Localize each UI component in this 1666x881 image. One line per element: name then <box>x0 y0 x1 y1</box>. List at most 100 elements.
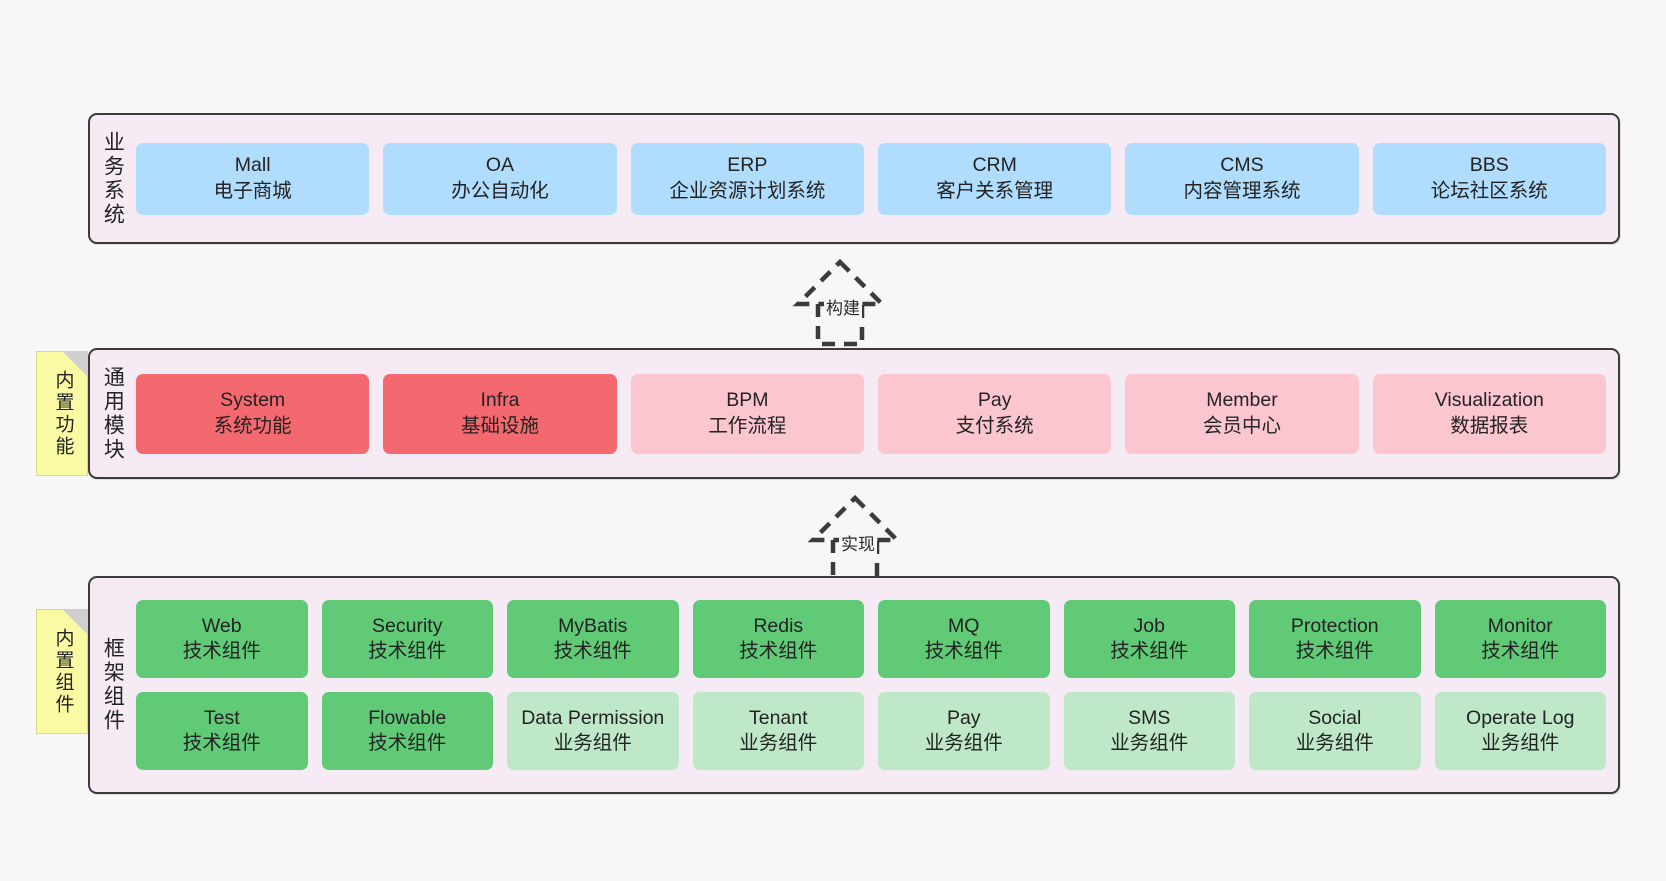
realization-arrowhead <box>792 258 888 307</box>
card-oa[interactable]: OA 办公自动化 <box>383 142 617 215</box>
card-web[interactable]: Web 技术组件 <box>136 600 308 678</box>
card-subtitle: 技术组件 <box>182 732 261 754</box>
card-subtitle: 系统功能 <box>213 414 292 437</box>
card-redis[interactable]: Redis 技术组件 <box>692 600 864 678</box>
card-subtitle: 办公自动化 <box>451 179 549 202</box>
card-subtitle: 工作流程 <box>708 414 787 437</box>
card-sms[interactable]: SMS 业务组件 <box>1063 692 1235 770</box>
card-flowable[interactable]: Flowable 技术组件 <box>321 692 493 770</box>
card-subtitle: 技术组件 <box>924 640 1003 662</box>
card-title: Web <box>201 614 242 637</box>
card-title: Pay <box>977 389 1012 412</box>
card-title: ERP <box>727 154 768 177</box>
card-subtitle: 电子商城 <box>213 179 292 202</box>
card-title: Infra <box>480 389 520 412</box>
card-subtitle: 支付系统 <box>955 414 1034 437</box>
card-subtitle: 技术组件 <box>1481 640 1560 662</box>
card-crm[interactable]: CRM 客户关系管理 <box>877 142 1112 215</box>
card-data-permission[interactable]: Data Permission 业务组件 <box>507 692 679 770</box>
layer-label-business-systems: 业务系统 <box>101 130 125 227</box>
sticky-note-label: 内置组件 <box>52 627 74 716</box>
card-subtitle: 业务组件 <box>1481 732 1560 754</box>
layer-common-modules: 通用模块 System 系统功能 Infra 基础设施 BPM 工作流程 Pay… <box>88 348 1620 479</box>
card-subtitle: 技术组件 <box>368 640 447 662</box>
card-title: Redis <box>753 614 804 637</box>
layer-common-card-grid: System 系统功能 Infra 基础设施 BPM 工作流程 Pay 支付系统… <box>134 350 1618 477</box>
card-title: SMS <box>1128 706 1171 729</box>
card-member[interactable]: Member 会员中心 <box>1125 373 1359 454</box>
card-monitor[interactable]: Monitor 技术组件 <box>1434 600 1606 678</box>
card-subtitle: 会员中心 <box>1202 414 1281 437</box>
connector-implement-label: 实现 <box>839 530 877 555</box>
card-social[interactable]: Social 业务组件 <box>1249 692 1421 770</box>
card-title: Flowable <box>368 706 447 729</box>
card-subtitle: 数据报表 <box>1450 414 1529 437</box>
card-title: Mall <box>234 154 271 177</box>
layer-label-framework-components: 框架组件 <box>101 637 125 733</box>
card-row: Test 技术组件 Flowable 技术组件 Data Permission … <box>136 692 1606 770</box>
layer-framework-card-grid: Web 技术组件 Security 技术组件 MyBatis 技术组件 Redi… <box>134 578 1618 792</box>
realization-arrowhead <box>807 494 903 543</box>
card-row: Web 技术组件 Security 技术组件 MyBatis 技术组件 Redi… <box>136 600 1606 678</box>
sticky-note-label: 内置功能 <box>52 369 74 458</box>
card-title: Protection <box>1290 614 1379 637</box>
card-subtitle: 业务组件 <box>1110 732 1189 754</box>
card-title: Job <box>1133 614 1165 637</box>
card-infra[interactable]: Infra 基础设施 <box>383 373 617 454</box>
card-security[interactable]: Security 技术组件 <box>321 600 493 678</box>
connector-build: 构建 <box>760 258 920 347</box>
card-test[interactable]: Test 技术组件 <box>136 692 308 770</box>
card-system[interactable]: System 系统功能 <box>136 373 370 454</box>
card-bpm[interactable]: BPM 工作流程 <box>630 373 864 454</box>
card-title: MyBatis <box>558 614 628 637</box>
card-subtitle: 技术组件 <box>1110 640 1189 662</box>
card-subtitle: 技术组件 <box>182 640 261 662</box>
card-row: System 系统功能 Infra 基础设施 BPM 工作流程 Pay 支付系统… <box>136 373 1606 454</box>
note-fold-corner-icon <box>63 352 87 376</box>
card-title: Security <box>372 614 443 637</box>
card-title: Monitor <box>1487 614 1553 637</box>
card-title: Tenant <box>748 706 808 729</box>
card-erp[interactable]: ERP 企业资源计划系统 <box>630 142 864 215</box>
card-pay-business[interactable]: Pay 业务组件 <box>878 692 1050 770</box>
card-title: Social <box>1308 706 1362 729</box>
card-job[interactable]: Job 技术组件 <box>1063 600 1235 678</box>
card-subtitle: 内容管理系统 <box>1183 179 1301 202</box>
layer-business-card-grid: Mall 电子商城 OA 办公自动化 ERP 企业资源计划系统 CRM 客户关系… <box>134 115 1618 242</box>
layer-label-common-modules: 通用模块 <box>101 365 125 462</box>
card-title: Test <box>203 706 240 729</box>
card-mq[interactable]: MQ 技术组件 <box>878 600 1050 678</box>
card-cms[interactable]: CMS 内容管理系统 <box>1125 142 1359 215</box>
card-subtitle: 基础设施 <box>460 414 539 437</box>
card-subtitle: 技术组件 <box>1295 640 1374 662</box>
card-title: Operate Log <box>1466 706 1575 729</box>
card-tenant[interactable]: Tenant 业务组件 <box>692 692 864 770</box>
card-title: BBS <box>1469 154 1509 177</box>
card-bbs[interactable]: BBS 论坛社区系统 <box>1372 142 1606 215</box>
connector-build-label: 构建 <box>824 294 862 319</box>
card-subtitle: 论坛社区系统 <box>1430 179 1548 202</box>
card-title: CMS <box>1220 154 1264 177</box>
card-protection[interactable]: Protection 技术组件 <box>1249 600 1421 678</box>
card-subtitle: 技术组件 <box>739 640 818 662</box>
card-subtitle: 技术组件 <box>553 640 632 662</box>
card-operate-log[interactable]: Operate Log 业务组件 <box>1434 692 1606 770</box>
card-subtitle: 业务组件 <box>924 732 1003 754</box>
connector-implement: 实现 <box>775 494 935 583</box>
layer-business-systems: 业务系统 Mall 电子商城 OA 办公自动化 ERP 企业资源计划系统 CRM… <box>88 113 1620 244</box>
card-title: Visualization <box>1434 389 1544 412</box>
card-subtitle: 业务组件 <box>553 732 632 754</box>
card-subtitle: 企业资源计划系统 <box>669 179 826 202</box>
card-mall[interactable]: Mall 电子商城 <box>136 142 370 215</box>
card-subtitle: 客户关系管理 <box>936 179 1054 202</box>
card-title: MQ <box>948 614 980 637</box>
card-title: Data Permission <box>521 706 665 729</box>
card-title: OA <box>485 154 515 177</box>
card-pay[interactable]: Pay 支付系统 <box>877 373 1112 454</box>
card-title: BPM <box>726 389 769 412</box>
note-fold-corner-icon <box>63 610 87 634</box>
card-mybatis[interactable]: MyBatis 技术组件 <box>507 600 679 678</box>
card-subtitle: 业务组件 <box>739 732 818 754</box>
card-visualization[interactable]: Visualization 数据报表 <box>1372 373 1606 454</box>
layer-framework-components: 框架组件 Web 技术组件 Security 技术组件 MyBatis 技术组件… <box>88 576 1620 794</box>
